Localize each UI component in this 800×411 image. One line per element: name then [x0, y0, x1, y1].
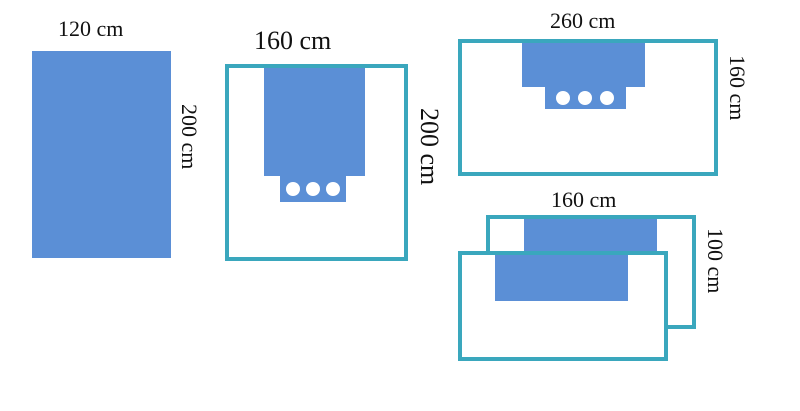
stacked-frames-height-label: 100 cm	[703, 228, 728, 294]
single-panel-height-label: 200 cm	[177, 104, 202, 170]
wide-frame-panel	[522, 43, 645, 87]
back-frame-panel	[524, 219, 657, 251]
wide-frame-outline	[458, 39, 718, 176]
single-blue-panel	[32, 51, 171, 258]
wide-frame-dot-1	[556, 91, 570, 105]
u-frame-dot-1	[286, 182, 300, 196]
wide-frame-height-label: 160 cm	[725, 55, 750, 121]
single-panel-width-label: 120 cm	[58, 16, 124, 41]
u-frame-height-label: 200 cm	[415, 108, 444, 186]
u-frame-dot-2	[306, 182, 320, 196]
u-frame-outline	[225, 64, 408, 261]
u-frame-panel	[264, 68, 365, 176]
wide-frame-dot-3	[600, 91, 614, 105]
stacked-frames-width-label: 160 cm	[551, 187, 617, 212]
wide-frame-width-label: 260 cm	[550, 8, 616, 33]
front-frame-panel	[495, 255, 628, 301]
u-frame-dot-3	[326, 182, 340, 196]
wide-frame-dot-2	[578, 91, 592, 105]
u-frame-width-label: 160 cm	[254, 26, 332, 55]
